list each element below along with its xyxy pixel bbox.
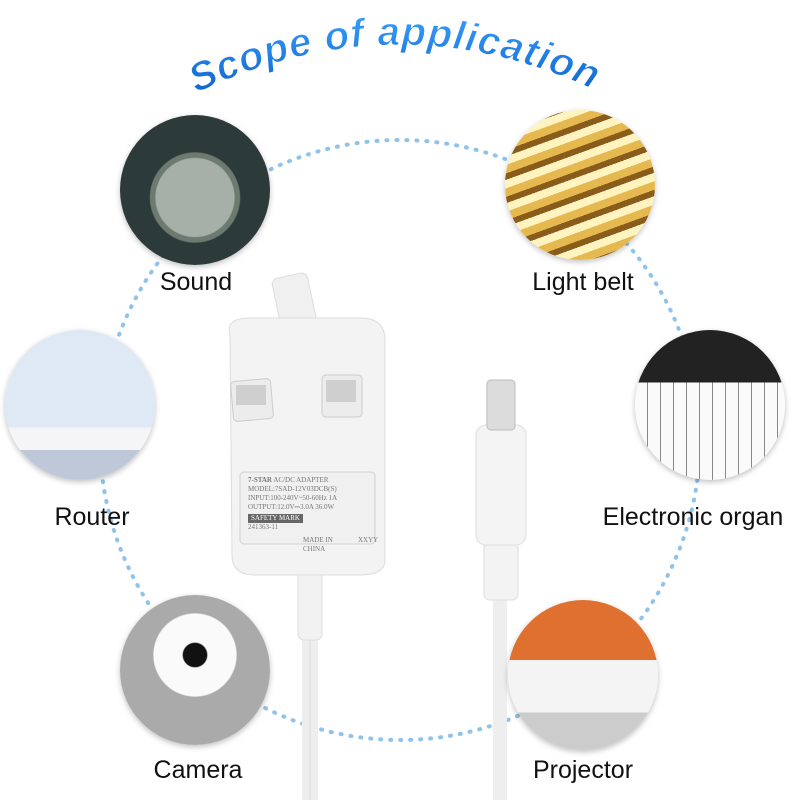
- security-camera-photo: [120, 595, 270, 745]
- label-line: AC/DC ADAPTER: [273, 476, 329, 484]
- label-router: Router: [54, 503, 130, 531]
- speaker-photo: [120, 115, 270, 265]
- label-electronic-organ: Electronic organ: [602, 503, 784, 531]
- label-code: XXYY: [358, 536, 379, 544]
- adapter-label: 7-STAR AC/DC ADAPTER MODEL:7SAD-12V03DCB…: [248, 476, 378, 553]
- label-made: MADE IN CHINA: [303, 536, 333, 553]
- label-input: INPUT:100-240V~50-60Hz 1A: [248, 494, 338, 502]
- label-output: OUTPUT:12.0V⎓3.0A 36.0W: [248, 503, 335, 511]
- safety-mark: SAFETY MARK: [248, 514, 303, 523]
- title: Scope of application: [182, 10, 607, 101]
- keyboard-photo: [635, 330, 785, 480]
- label-model: MODEL:7SAD-12V03DCB(S): [248, 485, 337, 493]
- label-cert: 241363-11: [248, 523, 279, 531]
- router-photo: [5, 330, 155, 480]
- brand: 7-STAR: [248, 476, 272, 484]
- projector-photo: [508, 600, 658, 750]
- label-sound: Sound: [159, 268, 233, 296]
- label-camera: Camera: [153, 756, 243, 784]
- label-projector: Projector: [532, 756, 634, 784]
- label-light-belt: Light belt: [532, 268, 634, 296]
- led-strip-photo: [505, 110, 655, 260]
